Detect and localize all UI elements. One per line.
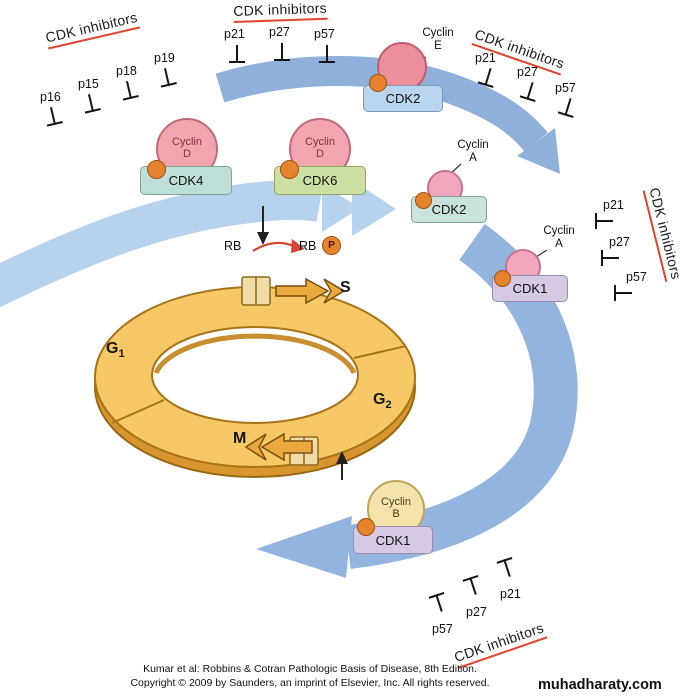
inhibitor-item-label: p27 — [466, 605, 487, 619]
phase-sub: 1 — [118, 348, 125, 361]
cyclin-name-line: B — [392, 508, 400, 520]
inhibitor-item-label: p21 — [603, 198, 624, 212]
inhibit-tbar-icon — [318, 45, 336, 63]
ring-arrow-bottom-chevron-icon — [244, 433, 267, 461]
inhibitor-item-label: p21 — [224, 27, 245, 41]
cycle-band-top — [215, 56, 548, 152]
phase-base: S — [340, 279, 351, 296]
phospho-dot — [369, 74, 387, 92]
cyclin-name-line: E — [434, 40, 442, 53]
inhibit-tbar-icon — [228, 45, 246, 63]
inhibitor-item-label: p57 — [555, 81, 576, 95]
cyclinb-up-arrow-icon — [336, 451, 348, 480]
cyclin-name-line: A — [469, 152, 477, 165]
inhibit-tbar-icon — [273, 43, 291, 61]
phase-base: G — [106, 340, 119, 357]
phase-base: G — [373, 391, 386, 408]
cycle-band-left-arrowhead-icon — [322, 184, 360, 232]
ring-arrow-top-chevron-icon — [323, 278, 346, 304]
cyclin-name-line: Cyclin — [381, 496, 411, 509]
cyclin-name-line: A — [555, 238, 563, 251]
cyclin-a-cdk2-label: Cyclin A — [449, 139, 497, 165]
rbp-label: RB — [299, 239, 317, 253]
ring-arrow-top-icon — [275, 277, 330, 305]
figure-caption: Kumar et al: Robbins & Cotran Pathologic… — [70, 663, 550, 690]
inhibitor-item-label: p27 — [609, 235, 630, 249]
cyclin-name-line: Cyclin — [422, 27, 454, 39]
cdk1-a-box: CDK1 — [492, 275, 568, 302]
watermark-link[interactable]: muhadharaty.com — [538, 677, 662, 693]
phospho-dot — [147, 160, 166, 179]
cycle-band-left — [0, 180, 324, 308]
inhibitor-item-label: p57 — [314, 27, 335, 41]
rb-to-rbp-red-arrow-icon — [252, 239, 305, 253]
cyclin-name-line: Cyclin — [457, 139, 489, 151]
cyclin-name-line: Cyclin — [543, 225, 575, 237]
phase-label-s: S — [340, 279, 351, 299]
rb-label: RB — [224, 239, 242, 253]
phase-base: M — [233, 430, 247, 447]
inhibit-tbar-icon — [601, 249, 619, 267]
cyclin-e-label: Cyclin E — [414, 27, 462, 53]
caption-line1: Kumar et al: Robbins & Cotran Pathologic… — [143, 663, 477, 675]
inhibitor-group-title-top-middle: CDK inhibitors — [233, 0, 328, 23]
phospho-dot — [415, 192, 432, 209]
rb-phosphorylation-down-arrow-icon — [257, 206, 269, 245]
inhibitor-item-label: p57 — [432, 622, 453, 636]
inhibitor-item-label: p16 — [40, 90, 61, 104]
phospho-dot — [494, 270, 511, 287]
checkpoint-gate-g1-s — [241, 276, 271, 306]
caption-line2: Copyright © 2009 by Saunders, an imprint… — [130, 676, 490, 689]
inhibitor-item-label: p15 — [78, 77, 99, 91]
cyclin-name-line: D — [183, 148, 191, 160]
phase-divider-s-g2 — [353, 345, 407, 359]
phase-divider-m-g1 — [111, 399, 165, 424]
cyclin-name-line: Cyclin — [172, 136, 202, 149]
cyclin-a-cdk1-label: Cyclin A — [535, 225, 583, 251]
inhibit-tbar-icon — [595, 212, 613, 230]
ring-arrow-bottom-icon — [260, 432, 313, 462]
cycle-ring-hole-shade — [153, 333, 357, 375]
phase-label-m: M — [233, 430, 246, 450]
inhibit-tbar-icon — [614, 284, 632, 302]
cyclin-name-line: Cyclin — [305, 136, 335, 149]
inhibitor-item-label: p21 — [475, 51, 496, 65]
cycle-band-right-arrowhead-icon — [256, 516, 352, 578]
inhibitor-item-label: p18 — [116, 64, 137, 78]
cyclin-name-line: D — [316, 148, 324, 160]
inhibitor-item-label: p19 — [154, 51, 175, 65]
phase-sub: 2 — [385, 399, 392, 412]
phase-label-g1: G1 — [106, 340, 125, 360]
inhibitor-item-label: p27 — [269, 25, 290, 39]
phase-label-g2: G2 — [373, 391, 392, 411]
cycle-ring-hole — [151, 326, 359, 424]
inhibitor-item-label: p27 — [517, 65, 538, 79]
phospho-dot — [280, 160, 299, 179]
phosphate-badge: P — [322, 236, 341, 255]
inhibitor-item-label: p21 — [500, 587, 521, 601]
cycle-band-top-arrowhead-icon — [517, 128, 560, 174]
phospho-dot — [357, 518, 375, 536]
inhibitor-item-label: p57 — [626, 270, 647, 284]
